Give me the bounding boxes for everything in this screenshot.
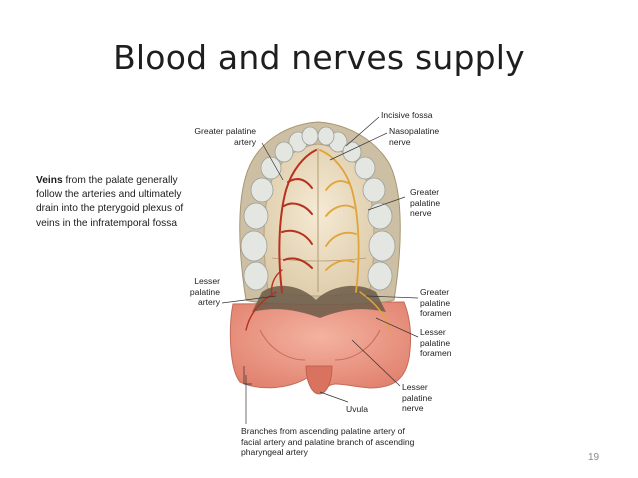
label-lesser-palatine-nerve: Lesser palatine nerve bbox=[402, 382, 433, 414]
label-greater-palatine-foramen: Greater palatine foramen bbox=[420, 287, 452, 319]
nerves bbox=[319, 149, 391, 333]
slide-title: Blood and nerves supply bbox=[113, 38, 525, 77]
page-number: 19 bbox=[588, 452, 600, 463]
label-nasopalatine-nerve: Nasopalatine nerve bbox=[389, 126, 440, 147]
label-greater-palatine-nerve: Greater palatine nerve bbox=[410, 187, 441, 219]
label-lesser-palatine-foramen: Lesser palatine foramen bbox=[420, 327, 452, 359]
veins-note-bold: Veins bbox=[36, 175, 63, 186]
teeth bbox=[240, 126, 396, 291]
arteries bbox=[245, 149, 317, 331]
label-branches: Branches from ascending palatine artery … bbox=[241, 426, 415, 458]
label-incisive-fossa: Incisive fossa bbox=[381, 110, 433, 120]
veins-note: Veins from the palate generally follow t… bbox=[36, 174, 194, 231]
veins-note-text: from the palate generally follow the art… bbox=[36, 175, 184, 229]
label-lesser-palatine-artery: Lesser palatine artery bbox=[189, 276, 220, 308]
label-uvula: Uvula bbox=[346, 404, 368, 414]
label-greater-palatine-artery: Greater palatine artery bbox=[194, 126, 256, 147]
uvula-shape bbox=[305, 365, 333, 395]
